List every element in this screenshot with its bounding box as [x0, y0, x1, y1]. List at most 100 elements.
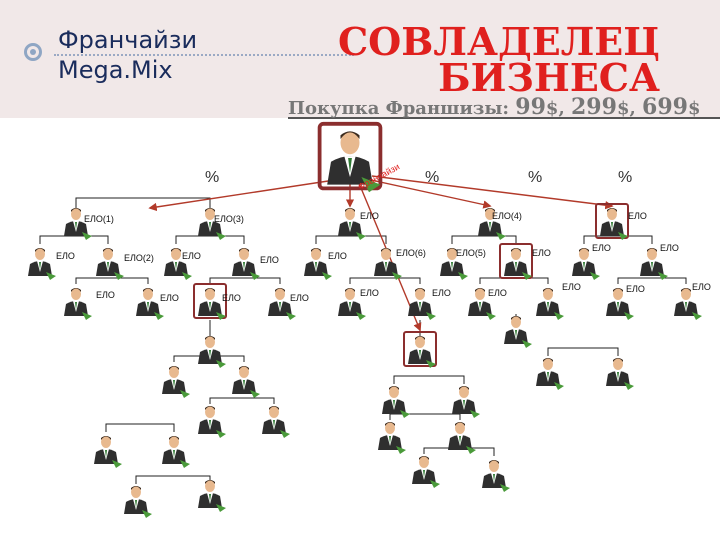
person-icon — [478, 208, 506, 240]
node-label: ЕЛО — [488, 288, 507, 298]
node-label: ЕЛО — [182, 251, 201, 261]
person-icon — [640, 248, 668, 280]
connector-line — [75, 197, 211, 208]
person-icon — [378, 422, 406, 454]
connector-line — [135, 475, 211, 484]
node-label: ЕЛО(6) — [396, 248, 426, 258]
node-label: ЕЛО — [592, 243, 611, 253]
person-icon — [198, 208, 226, 240]
connector-line — [617, 277, 687, 284]
node-label: ЕЛО — [222, 293, 241, 303]
node-label: ЕЛО — [660, 243, 679, 253]
connector-line — [209, 397, 275, 404]
person-icon — [28, 248, 56, 280]
person-icon — [595, 203, 629, 240]
connector-line — [39, 235, 109, 244]
person-icon — [536, 358, 564, 390]
connector-line — [349, 277, 421, 284]
person-icon — [468, 288, 496, 320]
percent-labels: %%%% — [205, 169, 632, 186]
person-icon — [606, 288, 634, 320]
percent-label: % — [425, 169, 439, 186]
subtitle-label: Покупка Франшизы: — [288, 98, 510, 119]
person-icon — [193, 283, 227, 320]
person-icon — [268, 288, 296, 320]
node-label: ЕЛО — [360, 211, 379, 221]
person-icon — [536, 288, 564, 320]
node-label: ЕЛО — [432, 288, 451, 298]
person-icon — [232, 366, 260, 398]
connector-line — [451, 235, 517, 244]
currency-2: $ — [616, 98, 630, 119]
node-label: ЕЛО(5) — [456, 248, 486, 258]
person-icon — [64, 288, 92, 320]
person-icon — [504, 316, 532, 348]
price-3: 699 — [642, 94, 688, 120]
person-icon — [338, 288, 366, 320]
arrow-line — [361, 177, 492, 209]
header-band — [0, 0, 720, 118]
headline-line1: СОВЛАДЕЛЕЦ — [337, 19, 660, 64]
person-icon — [674, 288, 702, 320]
person-icon — [262, 406, 290, 438]
person-icon — [162, 436, 190, 468]
person-icon — [94, 436, 122, 468]
person-icon — [408, 288, 436, 320]
connector-line — [209, 277, 281, 284]
person-icon — [317, 121, 383, 193]
arrow-line — [371, 175, 614, 210]
person-icon — [482, 460, 510, 492]
node-label: ЕЛО — [562, 282, 581, 292]
header-rule — [288, 117, 720, 119]
node-label: ЕЛО — [328, 251, 347, 261]
person-icon — [136, 288, 164, 320]
percent-label: % — [205, 169, 219, 186]
node-label: ЕЛО — [160, 293, 179, 303]
person-icon — [304, 248, 332, 280]
person-icon — [124, 486, 152, 518]
node-label: ЕЛО — [96, 290, 115, 300]
connector-line — [389, 413, 461, 420]
price-1: 99 — [515, 94, 546, 120]
person-icon — [412, 456, 440, 488]
person-icon — [382, 386, 410, 418]
currency-3: $ — [687, 98, 701, 119]
node-label: ЕЛО(3) — [214, 214, 244, 224]
person-icon — [374, 248, 402, 280]
brand-dotted-rule — [54, 54, 354, 56]
connector-line — [547, 347, 619, 356]
person-icon — [448, 422, 476, 454]
node-label: ЕЛО — [626, 284, 645, 294]
node-label: ЕЛО(4) — [492, 211, 522, 221]
subtitle: Покупка Франшизы: 99$, 299$, 699$ — [288, 94, 701, 120]
person-icon — [606, 358, 634, 390]
connector-line — [315, 235, 387, 244]
person-icon — [64, 208, 92, 240]
person-icon — [440, 248, 468, 280]
person-icon — [403, 331, 437, 368]
connector-line — [105, 423, 175, 432]
person-icon — [338, 208, 366, 240]
percent-label: % — [528, 169, 542, 186]
connector-line — [393, 375, 465, 384]
person-icon — [452, 386, 480, 418]
price-2: 299 — [571, 94, 617, 120]
person-icon — [162, 366, 190, 398]
arrow-line — [148, 177, 349, 212]
node-label: ЕЛО(1) — [84, 214, 114, 224]
node-label: ЕЛО — [532, 248, 551, 258]
person-icon — [572, 248, 600, 280]
person-icon — [232, 248, 260, 280]
connector-line — [75, 277, 149, 284]
percent-label: % — [618, 169, 632, 186]
person-icon — [96, 248, 124, 280]
node-label: ЕЛО — [692, 282, 711, 292]
node-label: ЕЛО — [290, 293, 309, 303]
brand-line2: Mega.Mix — [58, 56, 173, 84]
node-label: ЕЛО(2) — [124, 253, 154, 263]
currency-1: $ — [545, 98, 559, 119]
node-label: ЕЛО — [628, 211, 647, 221]
brand-line1: Франчайзи — [58, 26, 198, 54]
